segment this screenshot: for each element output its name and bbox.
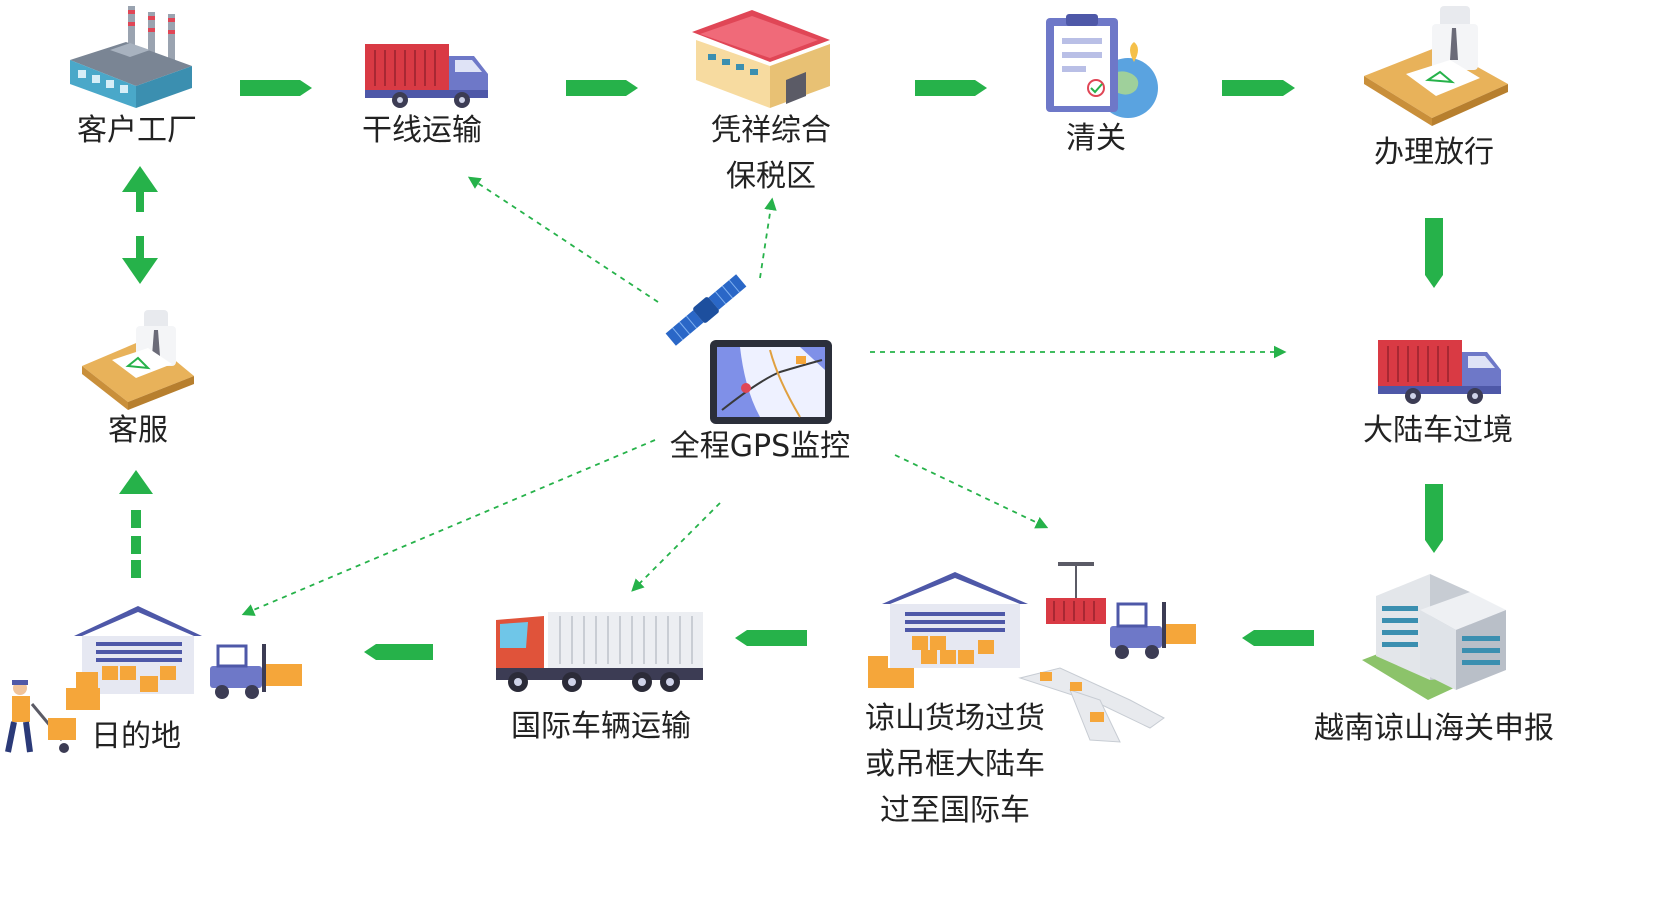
node-label-bonded-2: 保税区 bbox=[726, 159, 816, 194]
gps-link-bonded bbox=[759, 197, 777, 279]
officer-desk-icon bbox=[1364, 6, 1508, 126]
node-label-dest: 日的地 bbox=[91, 719, 181, 754]
yard-crane-icon bbox=[868, 562, 1196, 743]
flow-arrow-release-border bbox=[1425, 218, 1443, 288]
truck-icon bbox=[1378, 340, 1501, 404]
warehouse-icon bbox=[692, 10, 830, 108]
satellite-icon bbox=[665, 274, 747, 346]
flow-arrow-trunk-bonded bbox=[566, 80, 638, 96]
truck-icon bbox=[365, 44, 488, 108]
node-label-border: 大陆车过境 bbox=[1363, 413, 1513, 448]
gps-link-intl bbox=[631, 502, 721, 592]
container-truck-icon bbox=[496, 612, 703, 692]
gps-link-trunk bbox=[467, 176, 659, 303]
gps-link-dest bbox=[241, 439, 656, 616]
flow-arrow-customs-release bbox=[1222, 80, 1295, 96]
flow-arrow-transfer-intl bbox=[735, 630, 807, 646]
node-label-release: 办理放行 bbox=[1374, 135, 1494, 170]
clipboard-icon bbox=[1046, 14, 1158, 118]
node-label-customs: 清关 bbox=[1066, 121, 1126, 156]
node-label-transfer-3: 过至国际车 bbox=[880, 793, 1030, 828]
node-label-transfer-2: 或吊框大陆车 bbox=[865, 747, 1045, 782]
officer-desk-icon bbox=[82, 310, 194, 410]
gps-tablet-icon bbox=[710, 340, 832, 424]
node-label-factory: 客户工厂 bbox=[77, 113, 197, 148]
flow-arrow-factory-trunk bbox=[240, 80, 312, 96]
warehouse-forklift-icon bbox=[5, 606, 302, 753]
node-label-service: 客服 bbox=[108, 413, 168, 448]
gps-link-transfer bbox=[894, 454, 1049, 529]
node-label-vn-customs: 越南谅山海关申报 bbox=[1314, 711, 1554, 746]
office-building-icon bbox=[1362, 574, 1506, 700]
flow-arrow-vncustoms-transfer bbox=[1242, 630, 1314, 646]
flow-arrow-intl-dest bbox=[364, 644, 433, 660]
flow-arrow-factory-service bbox=[122, 166, 158, 284]
node-label-bonded-1: 凭祥综合 bbox=[711, 113, 831, 148]
node-label-intl: 国际车辆运输 bbox=[511, 709, 691, 744]
node-label-transfer-1: 谅山货场过货 bbox=[865, 701, 1045, 736]
flow-arrow-bonded-customs bbox=[915, 80, 987, 96]
flow-arrow-dest-service bbox=[119, 470, 153, 578]
factory-icon bbox=[70, 6, 192, 108]
node-label-gps: 全程GPS监控 bbox=[669, 429, 851, 464]
node-label-trunk: 干线运输 bbox=[362, 113, 482, 148]
flow-arrow-border-vncustoms bbox=[1425, 484, 1443, 553]
